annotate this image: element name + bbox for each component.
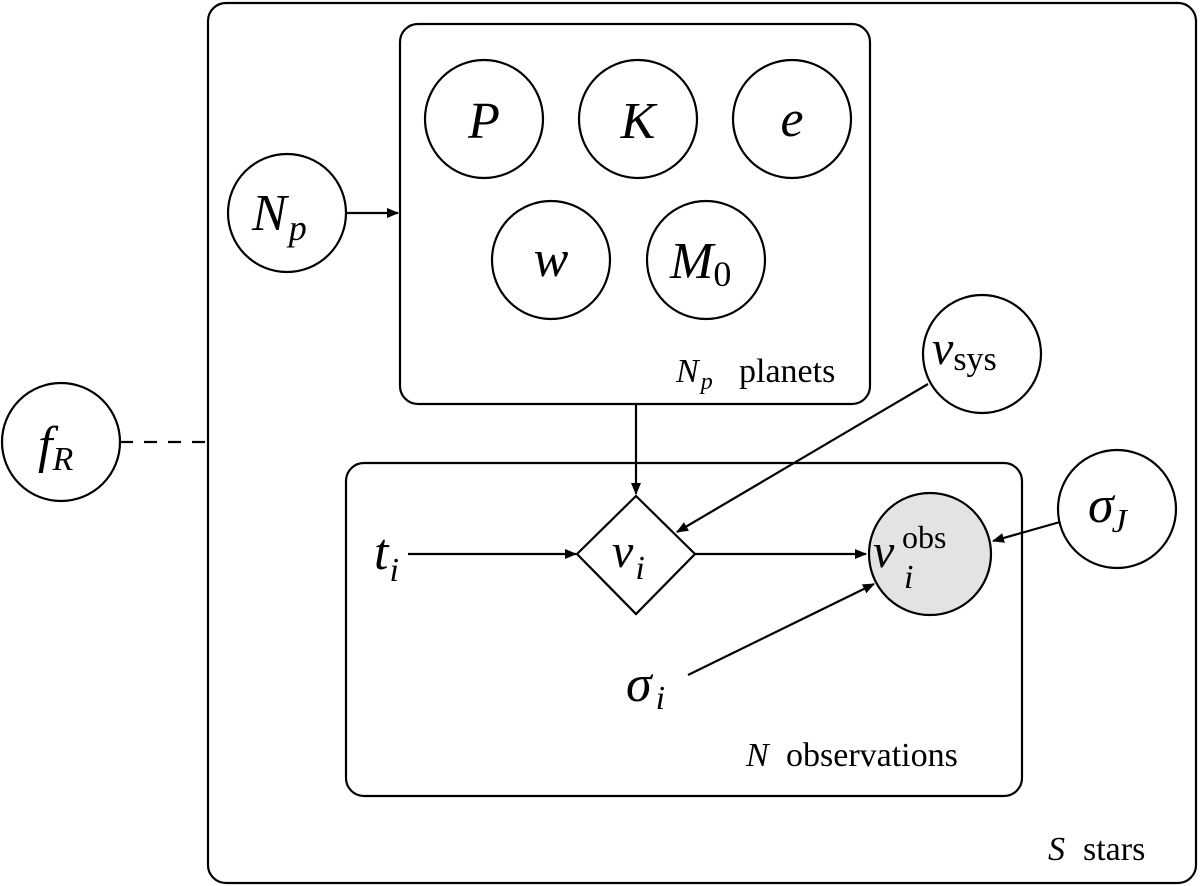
- node-vobs-symbol: v: [873, 525, 895, 578]
- node-sigmaJ-label: σJ: [1088, 477, 1129, 540]
- node-Np: Np: [226, 152, 348, 274]
- node-M0: M0: [645, 199, 767, 321]
- plate-observations-label: observations: [786, 737, 958, 774]
- node-K: K: [577, 58, 699, 180]
- node-e: e: [731, 58, 853, 180]
- plate-planets-count: Np: [675, 353, 713, 395]
- node-vsys-label: vsys: [932, 322, 997, 378]
- plate-observations: N observations: [344, 461, 1024, 798]
- node-vobs: v obs i: [867, 491, 993, 617]
- edge-sigmaJ-to-vobs: [992, 520, 1061, 543]
- plate-stars-count: S: [1048, 831, 1065, 868]
- node-vobs-subscript: i: [904, 559, 913, 596]
- node-M0-label: M0: [669, 233, 731, 294]
- node-vi: vi: [575, 494, 697, 616]
- node-P: P: [423, 58, 545, 180]
- node-vsys: vsys: [921, 293, 1043, 415]
- edge-vsys-to-vi: [676, 383, 929, 533]
- node-Np-label: Np: [251, 185, 307, 248]
- node-ti-label: ti: [374, 524, 399, 589]
- node-fR: fR: [0, 381, 122, 503]
- node-vi-label: vi: [612, 525, 645, 587]
- edge-sigmai-to-vobs: [687, 583, 875, 676]
- node-sigmaJ: σJ: [1056, 448, 1178, 570]
- plate-planets-label: planets: [739, 353, 835, 390]
- node-w: w: [490, 199, 612, 321]
- node-P-label: P: [467, 93, 500, 150]
- plate-stars-label: stars: [1083, 831, 1145, 868]
- node-e-label: e: [780, 91, 803, 148]
- plate-stars: S stars: [206, 1, 1198, 885]
- node-K-label: K: [620, 93, 658, 150]
- node-ti: ti: [374, 524, 399, 589]
- node-w-label: w: [534, 231, 569, 288]
- plate-observations-count: N: [745, 737, 771, 774]
- node-vobs-superscript: obs: [902, 519, 946, 555]
